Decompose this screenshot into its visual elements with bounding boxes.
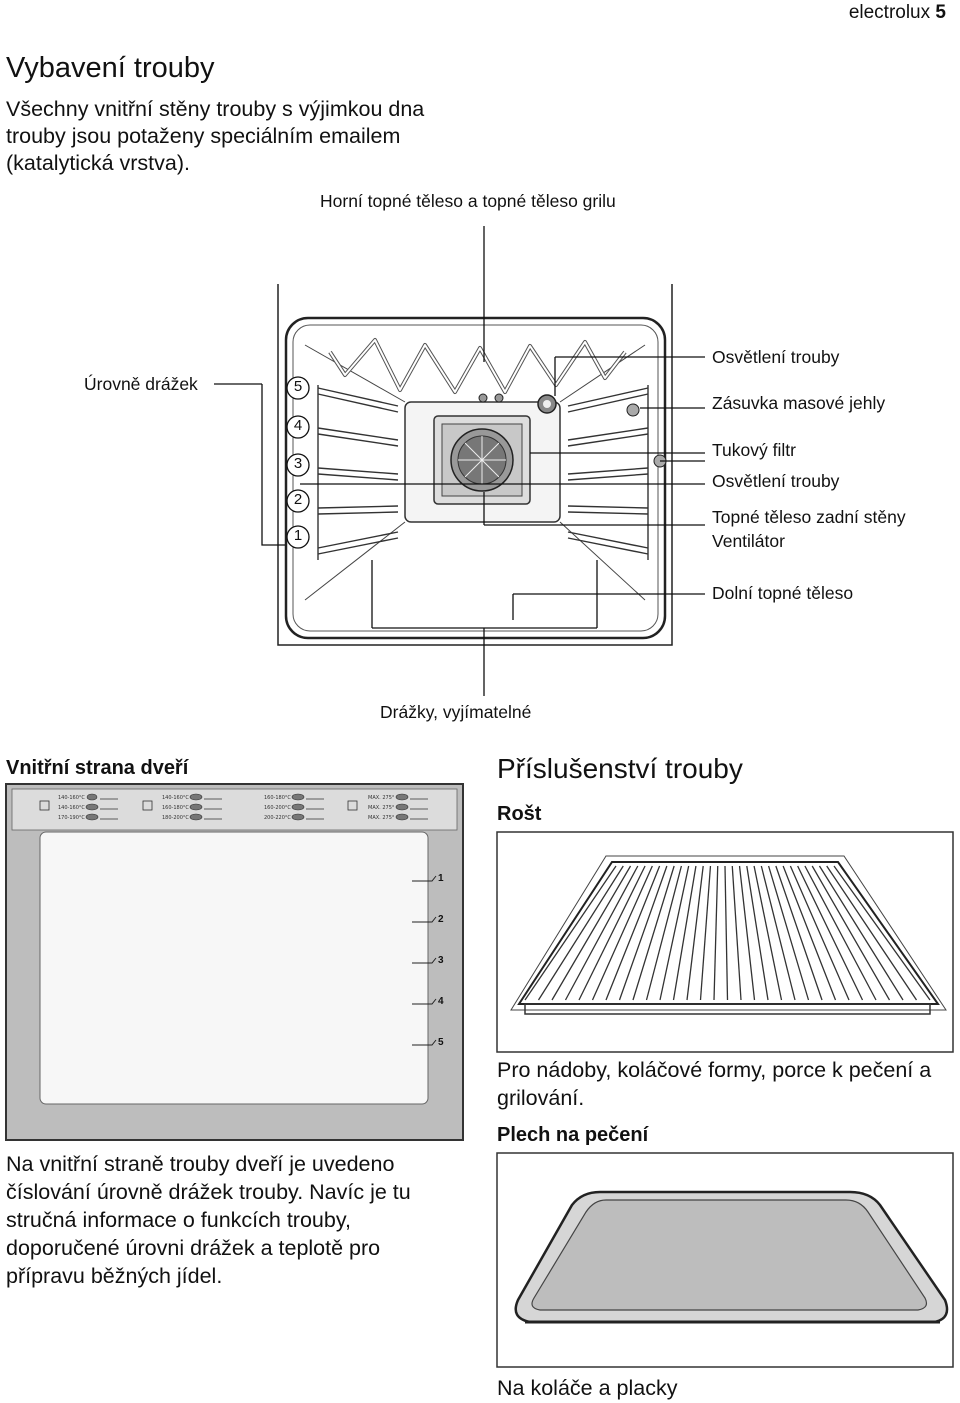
page-number: 5 bbox=[935, 2, 946, 23]
bottom-heating-element-label: Dolní topné těleso bbox=[712, 583, 854, 603]
rear-heating-element-label: Topné těleso zadní stěny bbox=[712, 507, 906, 527]
top-heating-element-label: Horní topné těleso a topné těleso grilu bbox=[320, 191, 616, 211]
shelf-number-5: 5 bbox=[293, 378, 303, 395]
shelf-levels-label: Úrovně drážek bbox=[84, 374, 198, 394]
removable-rails-label: Drážky, vyjímatelné bbox=[380, 702, 532, 722]
meat-probe-socket-label: Zásuvka masové jehly bbox=[712, 393, 886, 413]
grease-filter-label: Tukový filtr bbox=[712, 440, 796, 460]
door-shelf-number-5: 5 bbox=[438, 1037, 444, 1048]
door-shelf-number-4: 4 bbox=[438, 996, 444, 1007]
intro-paragraph: Všechny vnitřní stěny trouby s výjimkou … bbox=[6, 97, 425, 175]
door-shelf-number-2: 2 bbox=[438, 914, 444, 925]
fan-label: Ventilátor bbox=[712, 531, 785, 551]
brand-name: electrolux bbox=[848, 2, 931, 23]
section-title: Vybavení trouby bbox=[6, 52, 215, 84]
oven-light-label-side: Osvětlení trouby bbox=[712, 471, 840, 491]
shelf-number-2: 2 bbox=[293, 491, 303, 508]
door-description: Na vnitřní straně trouby dveří je uveden… bbox=[6, 1152, 411, 1288]
shelf-number-3: 3 bbox=[293, 455, 303, 472]
accessories-title: Příslušenství trouby bbox=[497, 753, 743, 784]
door-shelf-number-3: 3 bbox=[438, 955, 444, 966]
rack-title: Rošt bbox=[497, 803, 542, 825]
shelf-number-4: 4 bbox=[293, 417, 303, 434]
tray-description: Na koláče a placky bbox=[497, 1376, 678, 1400]
door-shelf-number-1: 1 bbox=[438, 873, 444, 884]
page-header: electrolux 5 bbox=[849, 2, 946, 24]
rack-description: Pro nádoby, koláčové formy, porce k peče… bbox=[497, 1058, 932, 1110]
tray-title: Plech na pečení bbox=[497, 1124, 649, 1146]
shelf-number-1: 1 bbox=[293, 527, 303, 544]
door-section-title: Vnitřní strana dveří bbox=[6, 757, 189, 779]
oven-light-label-top: Osvětlení trouby bbox=[712, 347, 840, 367]
